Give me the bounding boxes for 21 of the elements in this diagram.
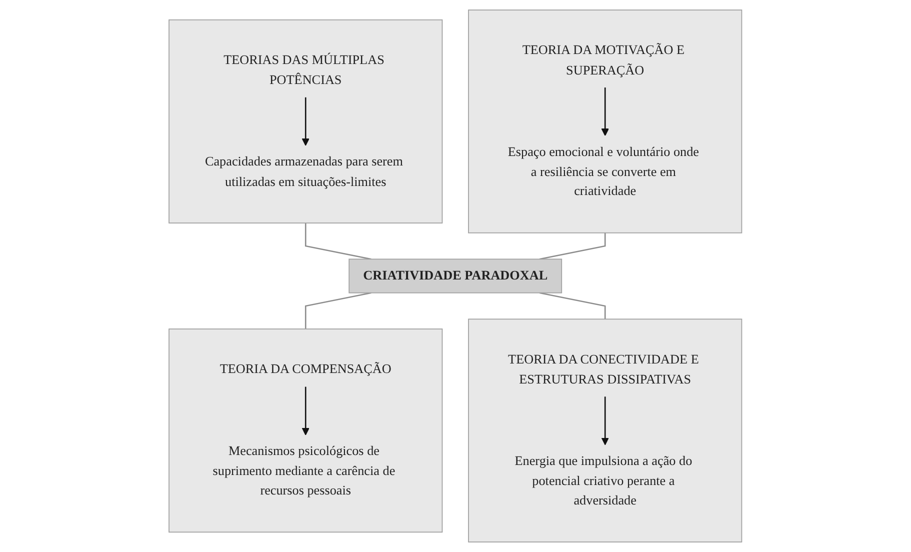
cluster	[468, 10, 742, 234]
node-text: Espaço emocional e voluntário onde a resiliência se converte em criatividade	[508, 145, 700, 199]
node-text: Energia que impulsiona a ação do potencial criativo perante a adversidade	[514, 454, 692, 508]
connector	[540, 292, 606, 320]
node-box: CRIATIVIDADE PARADOXAL	[348, 258, 562, 294]
arrow	[601, 396, 610, 446]
arrow	[302, 97, 310, 146]
node-text: TEORIAS DAS MÚLTIPLAS POTÊNCIAS	[224, 54, 385, 88]
cluster	[168, 19, 443, 224]
node-text: Capacidades armazenadas para serem utilizadas em situações-limites	[205, 155, 404, 189]
node-text: Mecanismos psicológicos de suprimento mediante a carência de recursos pessoais	[212, 444, 396, 498]
arrow	[601, 88, 610, 136]
connector	[305, 292, 372, 329]
node-text: TEORIA DA CONECTIVIDADE E ESTRUTURAS DISSIPATIVAS	[508, 352, 700, 387]
node-text: TEORIA DA COMPENSAÇÃO	[220, 362, 392, 377]
connector	[540, 232, 606, 260]
cluster	[168, 328, 443, 533]
connector	[305, 223, 372, 260]
arrow	[302, 386, 310, 436]
node-text: TEORIA DA MOTIVAÇÃO E SUPERAÇÃO	[522, 44, 685, 78]
cluster	[468, 318, 742, 542]
